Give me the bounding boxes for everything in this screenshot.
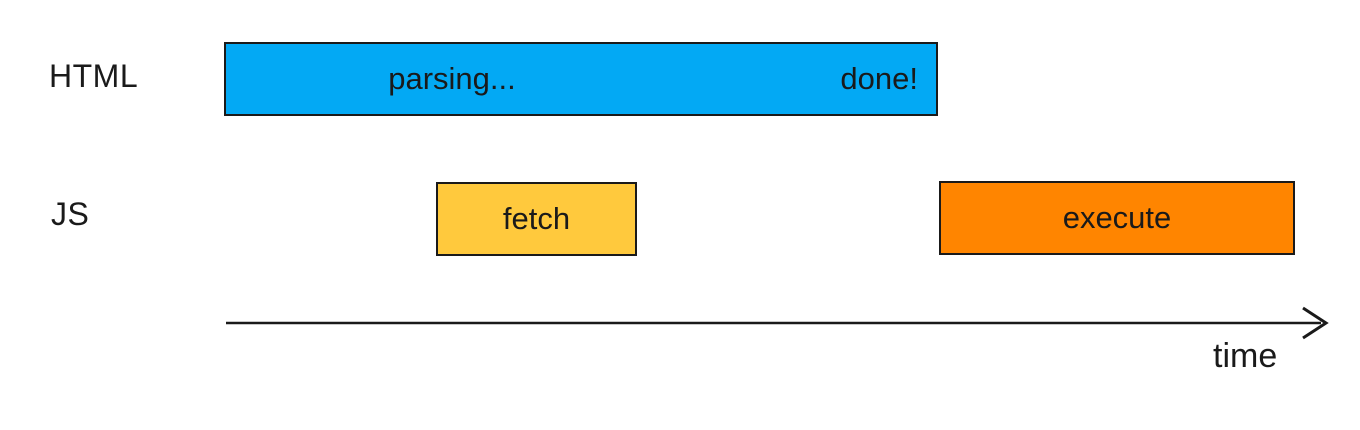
fetch-label: fetch bbox=[502, 201, 571, 236]
done-label: done! bbox=[840, 61, 918, 96]
parsing-label: parsing... bbox=[388, 61, 516, 96]
time-axis-label: time bbox=[1213, 337, 1278, 375]
row-label-html: HTML bbox=[49, 58, 139, 94]
js-execute-bar: execute bbox=[939, 181, 1295, 255]
html-parsing-bar: parsing... done! bbox=[224, 42, 938, 116]
execute-label: execute bbox=[1062, 200, 1172, 235]
row-label-js: JS bbox=[51, 196, 90, 232]
js-fetch-bar: fetch bbox=[436, 182, 637, 256]
arrowhead-icon bbox=[1302, 306, 1329, 340]
